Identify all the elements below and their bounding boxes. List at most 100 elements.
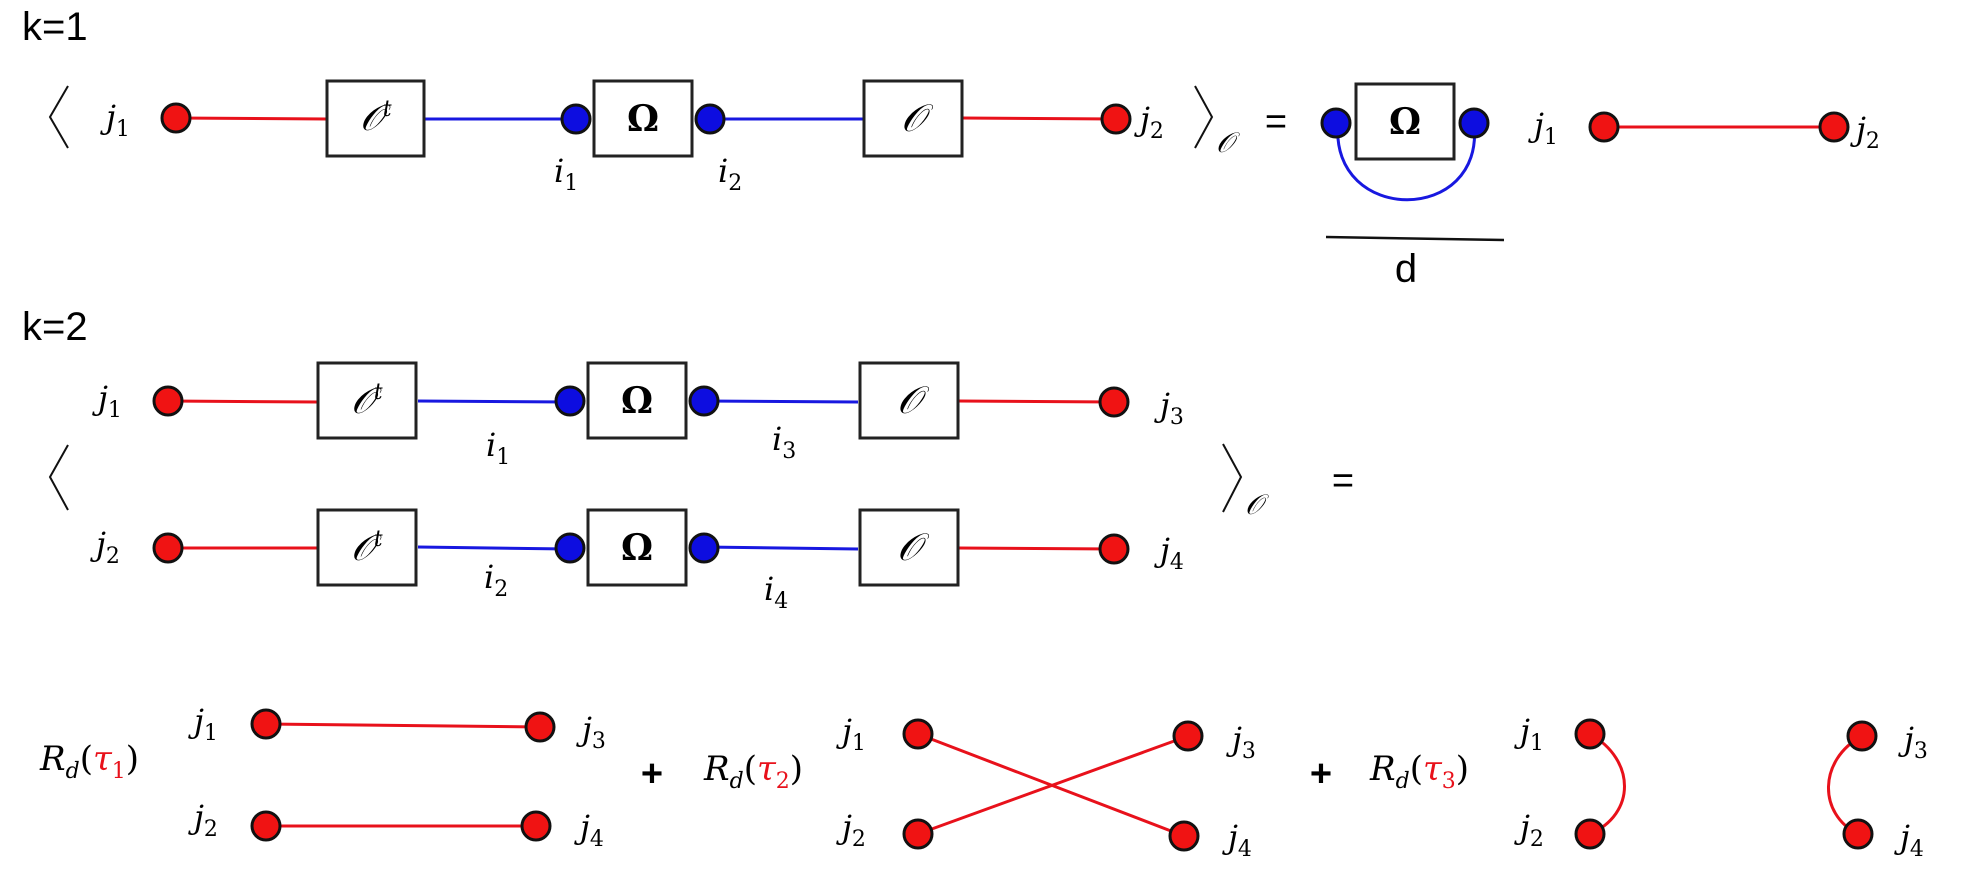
term2-j1-node <box>902 718 934 750</box>
term2-j2-node <box>902 818 934 850</box>
k2-bottom-j4-label: j4 <box>1154 531 1184 575</box>
term3-j4-label: j4 <box>1894 818 1924 862</box>
k1-rhs-omega-symbol: Ω <box>1389 101 1421 143</box>
term3-j2-label: j2 <box>1514 808 1544 852</box>
k2-label: k=2 <box>22 305 88 349</box>
plus-sign-1: + <box>641 753 663 795</box>
k2-top-j3-label: j3 <box>1154 386 1184 430</box>
k1-left-angle-bracket <box>48 85 69 149</box>
k1-rhs-j1-node <box>1588 111 1620 143</box>
k2-bottom-blue-line-right <box>703 545 859 551</box>
k2-bottom-omega-symbol: Ω <box>621 527 653 569</box>
term2-j3-label: j3 <box>1226 720 1256 764</box>
k2-bottom-blue-line-left <box>417 545 569 551</box>
k2-bottom-O-transpose-symbol: 𝒪t <box>351 527 383 569</box>
term3-j1-node <box>1574 718 1606 750</box>
term3-j1-j2-arc <box>1589 732 1626 836</box>
term2-j1-label: j1 <box>836 712 866 756</box>
k2-bottom-j2-node <box>152 532 184 564</box>
k1-rhs-j2-node <box>1818 111 1850 143</box>
k2-top-red-line-right <box>957 399 1115 404</box>
k2-top-red-line-left <box>167 399 319 404</box>
k1-i1-label: i1 <box>554 152 578 196</box>
term1-j1-node <box>250 708 282 740</box>
k1-O-box <box>862 79 964 158</box>
term2-j4-node <box>1168 820 1200 852</box>
term1-j4-label: j4 <box>574 808 604 852</box>
k2-top-blue-line-left <box>417 399 569 404</box>
term1-j4-node <box>520 810 552 842</box>
term3-j4-node <box>1842 818 1874 850</box>
k1-rhs-j1-label: j1 <box>1528 106 1558 150</box>
k1-O-transpose-box <box>325 79 426 158</box>
term2-j2-label: j2 <box>836 808 866 852</box>
term3-j1-label: j1 <box>1514 712 1544 756</box>
term1-j2-node <box>250 810 282 842</box>
k1-omega-symbol: Ω <box>627 98 659 140</box>
k2-left-angle-bracket <box>48 444 69 511</box>
k2-bottom-red-line-right <box>957 546 1115 551</box>
k2-right-angle-bracket <box>1222 443 1243 513</box>
k1-rhs-trace-loop <box>1336 123 1476 202</box>
k2-equals-sign: = <box>1332 460 1354 502</box>
k1-label: k=1 <box>22 5 88 49</box>
k1-fraction-bar <box>1325 235 1505 242</box>
term1-j1-j3-line <box>265 722 541 729</box>
term1-j3-label: j3 <box>576 710 606 754</box>
k2-bottom-i4-node <box>688 532 720 564</box>
k2-top-i3-node <box>688 385 720 417</box>
k2-top-i1-label: i1 <box>486 426 510 470</box>
k2-bottom-i4-label: i4 <box>764 570 788 614</box>
k2-bottom-O-transpose-box <box>316 508 418 587</box>
k1-equals-sign: = <box>1265 101 1287 143</box>
term3-R-label: Rd(τ3) <box>1369 749 1469 794</box>
term2-j2-j3-line <box>917 734 1189 836</box>
term2-j4-label: j4 <box>1222 818 1252 862</box>
k2-top-j3-node <box>1098 386 1130 418</box>
k1-j2-label: j2 <box>1134 100 1164 144</box>
k2-bottom-j2-label: j2 <box>90 525 120 569</box>
k2-bottom-O-box <box>858 508 960 587</box>
term3-j3-node <box>1846 720 1878 752</box>
k2-top-omega-symbol: Ω <box>621 380 653 422</box>
k1-rhs-omega-box <box>1354 82 1456 161</box>
k2-bottom-j4-node <box>1098 533 1130 565</box>
term2-j3-node <box>1172 720 1204 752</box>
k2-top-j1-label: j1 <box>92 379 122 423</box>
k2-bottom-omega-box <box>586 508 688 587</box>
k1-j2-node <box>1100 103 1132 135</box>
k2-top-j1-node <box>152 385 184 417</box>
k1-denominator-d: d <box>1395 247 1417 291</box>
k2-top-blue-line-right <box>703 399 859 404</box>
plus-sign-2: + <box>1310 753 1332 795</box>
term1-j1-label: j1 <box>188 702 218 746</box>
k2-average-subscript: 𝒪 <box>1245 488 1269 521</box>
k1-average-subscript: 𝒪 <box>1216 126 1240 159</box>
k1-j1-label: j1 <box>100 98 130 142</box>
k2-top-i1-node <box>554 385 586 417</box>
k2-top-O-transpose-box <box>316 361 418 440</box>
term1-R-label: Rd(τ1) <box>39 739 139 784</box>
k1-rhs-j2-label: j2 <box>1850 110 1880 154</box>
k1-j1-node <box>160 102 192 134</box>
k1-i2-node <box>694 103 726 135</box>
k2-top-O-box <box>858 361 960 440</box>
k1-i2-label: i2 <box>718 152 742 196</box>
k1-rhs-left-blue-node <box>1320 107 1352 139</box>
k1-i1-node <box>560 103 592 135</box>
k2-top-i3-label: i3 <box>772 420 796 464</box>
term1-j2-label: j2 <box>188 798 218 842</box>
k1-red-line-right <box>961 116 1117 121</box>
k2-bottom-i2-node <box>554 532 586 564</box>
k2-bottom-i2-label: i2 <box>484 558 508 602</box>
term3-j2-node <box>1574 818 1606 850</box>
k1-red-line-left <box>175 116 328 121</box>
term1-j3-node <box>524 711 556 743</box>
k2-top-omega-box <box>586 361 688 440</box>
term2-R-label: Rd(τ2) <box>703 749 803 794</box>
k1-omega-box <box>592 79 694 158</box>
term3-j3-label: j3 <box>1898 720 1928 764</box>
k1-rhs-right-blue-node <box>1458 107 1490 139</box>
k1-right-angle-bracket <box>1194 85 1214 149</box>
